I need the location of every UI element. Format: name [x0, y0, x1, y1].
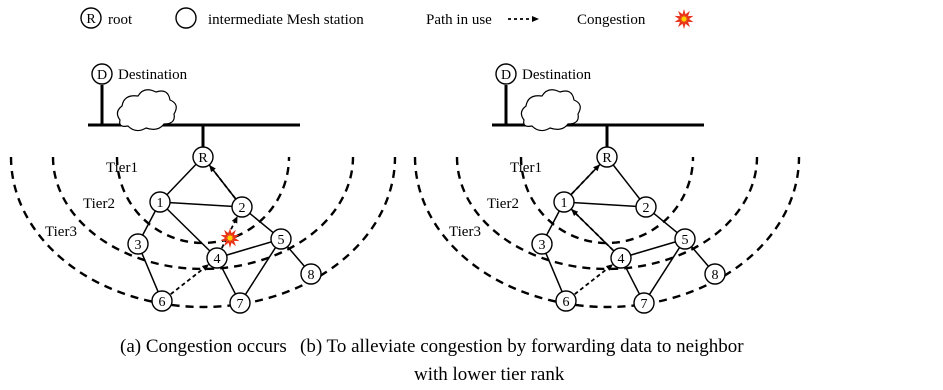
root-legend-label: root	[108, 12, 133, 28]
mesh-station-node-1-label: 1	[561, 196, 568, 211]
mesh-station-node-5	[674, 228, 696, 250]
mesh-station-node-4-label: 4	[214, 252, 221, 267]
mesh-station-node-3-label: 3	[539, 238, 546, 253]
mesh-station-node-2	[635, 196, 657, 218]
intermediate-station-legend-icon	[175, 7, 197, 29]
congestion-burst-icon	[220, 228, 240, 248]
tier-1-boundary	[115, 156, 291, 245]
mesh-station-node-3	[531, 233, 553, 255]
link-3-6	[545, 252, 563, 293]
mesh-station-node-5-label: 5	[682, 233, 689, 248]
mesh-station-node-7	[633, 292, 655, 314]
tier-3-label: Tier3	[449, 224, 481, 240]
link-3-6	[141, 252, 159, 293]
link-R-1	[166, 163, 197, 196]
mesh-station-node-5	[270, 228, 292, 250]
destination-label: Destination	[118, 67, 188, 83]
mesh-station-node-6-label: 6	[159, 295, 166, 310]
link-5-7	[648, 247, 681, 295]
tier-3-boundary	[9, 156, 397, 309]
mesh-station-node-2	[231, 196, 253, 218]
link-5-8	[286, 246, 306, 267]
congestion-legend-icon	[674, 9, 694, 29]
mesh-station-node-1-label: 1	[157, 196, 164, 211]
mesh-station-node-7-label: 7	[641, 297, 648, 312]
mesh-station-node-8-label: 8	[308, 268, 315, 283]
network-cloud-icon	[520, 89, 581, 132]
link-2-5	[249, 212, 274, 234]
mesh-station-node-8-label: 8	[712, 268, 719, 283]
mesh-station-node-8	[300, 263, 322, 285]
destination-node-icon	[91, 63, 113, 85]
tier-3-boundary	[413, 156, 801, 309]
destination-label: Destination	[522, 67, 592, 83]
mesh-station-node-3-label: 3	[135, 238, 142, 253]
mesh-station-node-4-label: 4	[618, 252, 625, 267]
destination-node-symbol: D	[97, 68, 107, 83]
link-4-7	[624, 266, 641, 295]
link-1-2	[169, 201, 233, 208]
mesh-station-node-3	[127, 233, 149, 255]
tier-3-label: Tier3	[45, 224, 77, 240]
destination-node-symbol: D	[501, 68, 511, 83]
mesh-station-node-4	[610, 247, 632, 269]
tier-1-boundary	[519, 156, 695, 245]
tier-2-boundary	[51, 156, 355, 271]
root-node	[596, 146, 618, 168]
path-in-use-6-4	[574, 264, 614, 295]
mesh-station-node-8	[704, 263, 726, 285]
tier-2-label: Tier2	[487, 196, 519, 212]
mesh-station-node-2-label: 2	[643, 201, 650, 216]
mesh-station-node-5-label: 5	[278, 233, 285, 248]
root-node-label: R	[198, 151, 208, 166]
link-1-3	[545, 210, 561, 236]
tier-2-boundary	[455, 156, 759, 271]
legend: R root intermediate Mesh station Path in…	[80, 7, 694, 29]
caption-panel-b: (b) To alleviate congestion by forwardin…	[300, 336, 744, 357]
link-R-1	[570, 163, 601, 196]
caption-panel-b-line2: with lower tier rank	[414, 364, 565, 385]
link-4-5	[630, 241, 676, 256]
mesh-station-node-6	[151, 290, 173, 312]
mesh-station-node-1	[149, 191, 171, 213]
link-1-3	[141, 210, 157, 236]
link-5-7	[244, 247, 277, 295]
link-5-8	[690, 246, 710, 267]
link-2-5	[653, 212, 678, 234]
tier-1-label: Tier1	[510, 160, 542, 176]
mesh-station-node-6	[555, 290, 577, 312]
tier-1-label: Tier1	[106, 160, 138, 176]
intermediate-station-legend-label: intermediate Mesh station	[208, 12, 364, 28]
root-legend-icon	[80, 7, 102, 29]
root-legend-symbol: R	[86, 12, 96, 27]
mesh-station-node-7	[229, 292, 251, 314]
network-cloud-icon	[116, 89, 177, 132]
mesh-station-node-4	[206, 247, 228, 269]
mesh-station-node-2-label: 2	[239, 201, 246, 216]
path-legend-label: Path in use	[426, 12, 492, 28]
path-in-use-6-4	[170, 264, 210, 295]
link-4-5	[226, 241, 272, 256]
mesh-station-node-7-label: 7	[237, 297, 244, 312]
path-in-use-4-1	[571, 209, 614, 251]
link-1-2	[573, 201, 637, 208]
link-4-7	[220, 266, 237, 295]
link-R-2	[612, 164, 641, 200]
mesh-station-node-1	[553, 191, 575, 213]
link-1-4	[166, 208, 211, 252]
congestion-burst-core	[226, 234, 234, 242]
caption-panel-a: (a) Congestion occurs	[120, 336, 287, 357]
mesh-station-node-6-label: 6	[563, 295, 570, 310]
destination-node-icon	[495, 63, 517, 85]
root-node	[192, 146, 214, 168]
tier-2-label: Tier2	[83, 196, 115, 212]
congestion-legend-label: Congestion	[577, 12, 646, 28]
root-node-label: R	[602, 151, 612, 166]
